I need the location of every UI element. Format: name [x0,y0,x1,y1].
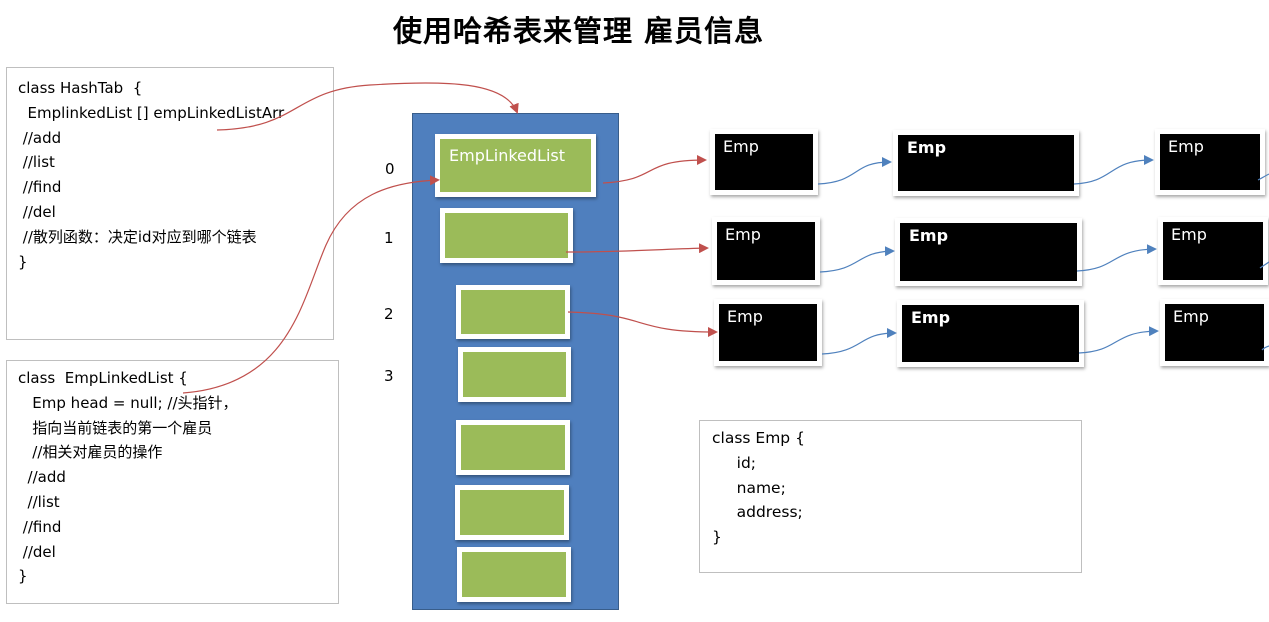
slot-label: EmpLinkedList [449,146,566,165]
emplinkedlist-class-box: class EmpLinkedList { Emp head = null; /… [6,360,339,604]
emp-node: Emp [712,217,820,285]
code-line: //find [18,178,62,197]
array-index-2: 2 [384,305,394,323]
emp-node: Emp [710,129,818,195]
next-arrow [819,246,895,273]
emp-node: Emp [1155,129,1265,195]
code-line: EmplinkedList [] empLinkedListArr [18,103,285,122]
next-arrow [817,157,892,185]
code-line: //相关对雇员的操作 [18,443,163,462]
emp-node: Emp [895,218,1082,286]
code-line: //find [18,517,62,536]
code-line: id; [712,453,757,472]
code-line: 指向当前链表的第一个雇员 [18,418,213,437]
code-line: //add [18,128,62,147]
code-line: //list [18,492,60,511]
next-arrow [821,328,897,355]
array-slot-2 [456,285,570,339]
emp-node-label: Emp [1171,225,1207,244]
code-line: class Emp { [712,429,805,447]
array-slot-6 [457,547,571,602]
emp-node: Emp [1158,217,1268,285]
emp-node: Emp [897,300,1084,367]
emp-node-label: Emp [911,308,951,327]
next-arrow [1073,155,1154,185]
code-line: } [18,252,28,271]
array-index-0: 0 [385,160,395,178]
emp-node-label: Emp [1173,307,1209,326]
emp-node-label: Emp [725,225,761,244]
code-line: //del [18,202,56,221]
code-line: class HashTab { [18,79,143,97]
array-slot-1 [440,208,573,263]
next-arrow [1076,244,1157,272]
emp-class-box: class Emp { id; name; address; } [699,420,1082,573]
array-slot-5 [455,485,569,540]
emp-node-label: Emp [1168,137,1204,156]
emp-node-label: Emp [907,138,947,157]
code-line: //add [18,468,66,487]
code-line: //散列函数：决定id对应到哪个链表 [18,227,257,246]
code-line: name; [712,478,786,497]
next-arrow [1078,326,1159,354]
code-line: address; [712,503,803,522]
code-line: Emp head = null; //头指针， [18,393,238,412]
code-line: //list [18,153,55,172]
emp-node: Emp [714,299,822,366]
emp-node-label: Emp [727,307,763,326]
array-slot-3 [458,347,571,402]
array-slot-4 [456,420,570,475]
array-index-3: 3 [384,367,394,385]
code-line: //del [18,542,56,561]
hashtab-class-box: class HashTab { EmplinkedList [] empLink… [6,67,334,340]
emp-node: Emp [893,130,1079,196]
emp-node: Emp [1160,299,1269,366]
emp-node-label: Emp [723,137,759,156]
diagram-title: 使用哈希表来管理 雇员信息 [393,14,765,48]
code-line: } [712,528,722,547]
array-slot-0: EmpLinkedList [435,134,596,197]
code-line: } [18,567,28,586]
code-line: class EmpLinkedList { [18,369,188,387]
array-index-1: 1 [384,229,394,247]
emp-node-label: Emp [909,226,949,245]
